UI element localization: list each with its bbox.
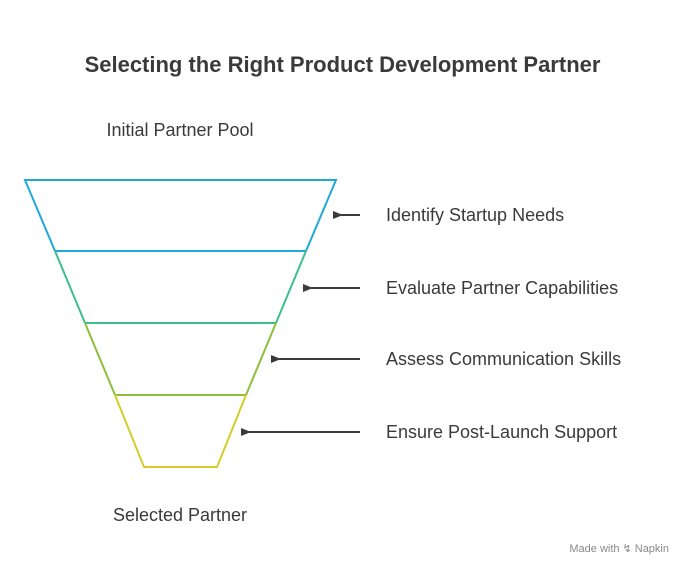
- watermark-brand: Napkin: [634, 542, 669, 555]
- stage-2-label: Evaluate Partner Capabilities: [386, 278, 619, 298]
- stage-3-label: Assess Communication Skills: [386, 349, 622, 369]
- funnel-stage-2-left: [54, 250, 86, 324]
- stage-4-label: Ensure Post-Launch Support: [386, 422, 618, 442]
- watermark-prefix: Made with: [569, 542, 620, 555]
- napkin-logo-icon: ↯: [622, 543, 632, 555]
- diagram-title: Selecting the Right Product Development …: [84, 52, 601, 77]
- funnel-bottom-label: Selected Partner: [112, 505, 248, 525]
- funnel-stage-1-outline: [23, 179, 338, 252]
- funnel-stage-3-left: [84, 322, 116, 396]
- funnel-stage-2-right: [275, 250, 307, 324]
- stage-1-label: Identify Startup Needs: [386, 205, 565, 225]
- funnel-top-label: Initial Partner Pool: [106, 120, 254, 140]
- made-with-napkin-watermark[interactable]: Made with ↯ Napkin: [569, 542, 669, 556]
- funnel-stage-3-right: [245, 322, 277, 396]
- funnel-stage-4-outline: [114, 394, 247, 468]
